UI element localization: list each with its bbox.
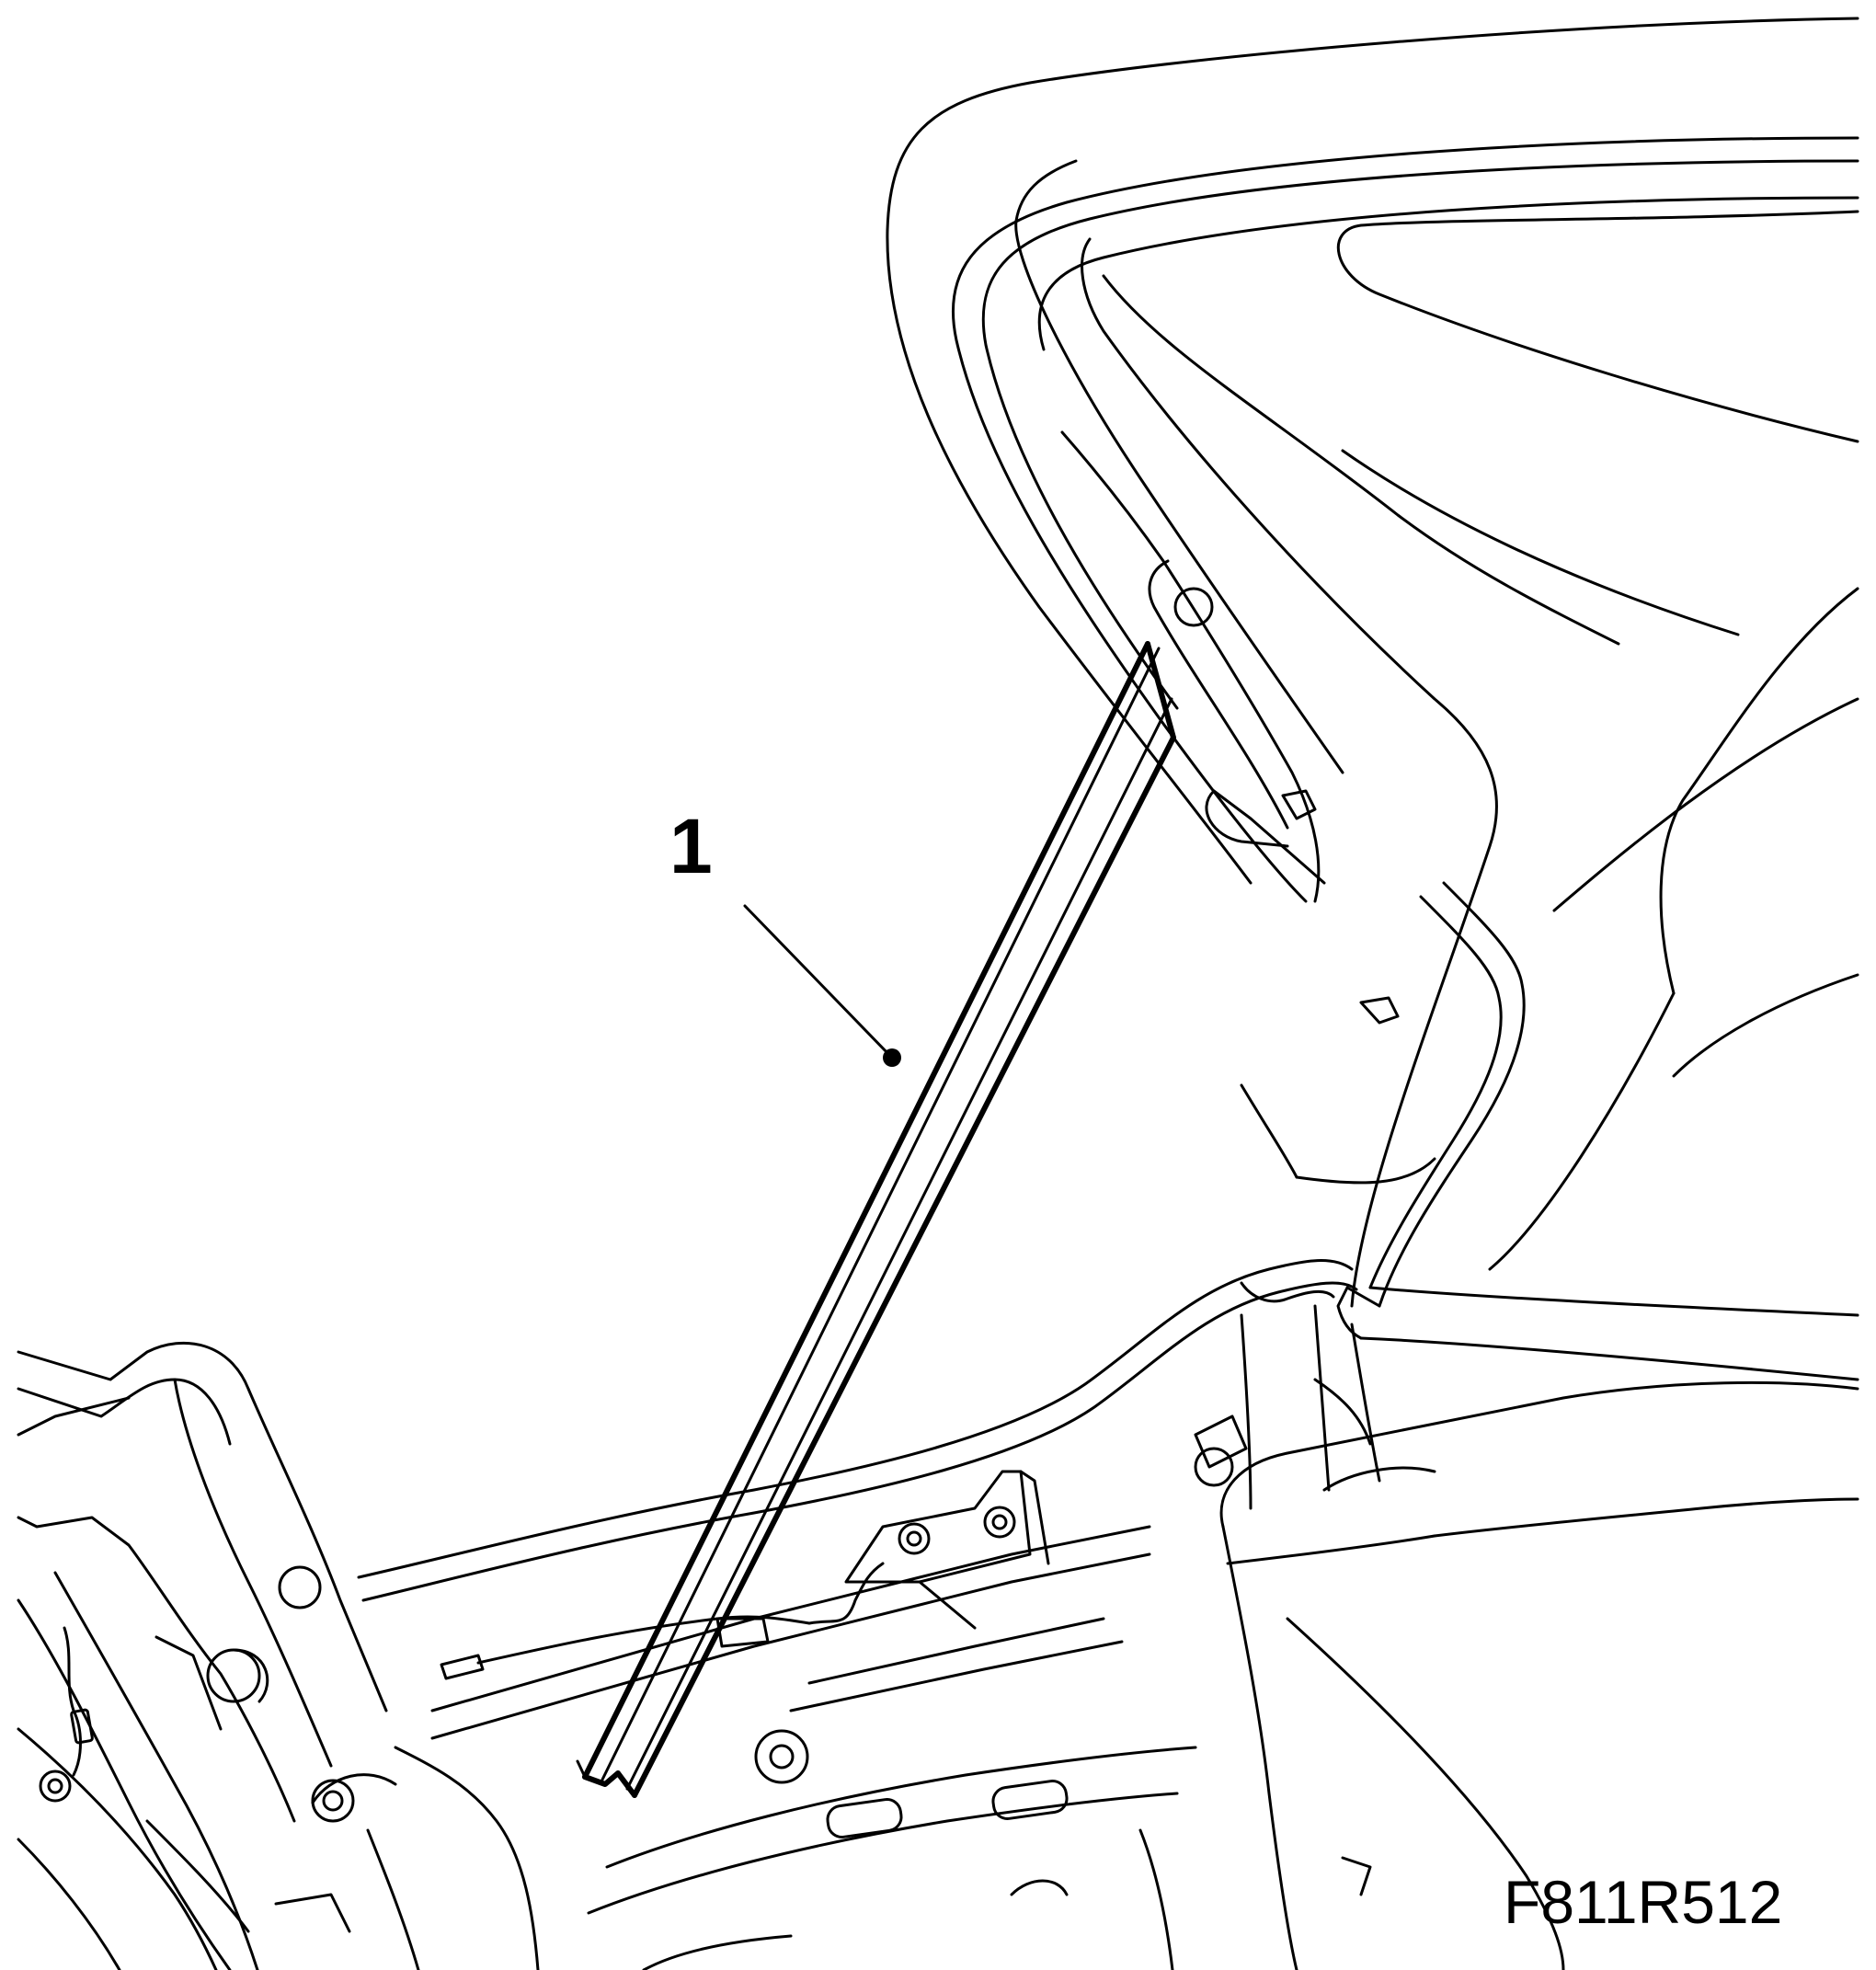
cross-rail [430, 1525, 1151, 1784]
leader-dot [883, 1048, 901, 1067]
lid-inner-panel [1081, 210, 1859, 1308]
rear-deck-panel [357, 1259, 1381, 1602]
lid-hinge-arm [1060, 430, 1436, 1185]
strut-bar [576, 641, 1176, 1798]
left-lower-wall [17, 1819, 250, 1970]
left-cable-connector [39, 1626, 94, 1803]
callout-leader [743, 904, 901, 1067]
left-hinge-assembly [17, 1341, 540, 1970]
right-hinge-loop [1336, 881, 1859, 1381]
trunk-lid-outline [886, 17, 1859, 903]
callout-number-1: 1 [669, 803, 713, 889]
figure-code: F811R512 [1504, 1868, 1783, 1936]
right-side-bolster [1194, 1380, 1859, 1970]
floor-panel [587, 1746, 1372, 1970]
mounting-bracket [844, 1470, 1050, 1630]
